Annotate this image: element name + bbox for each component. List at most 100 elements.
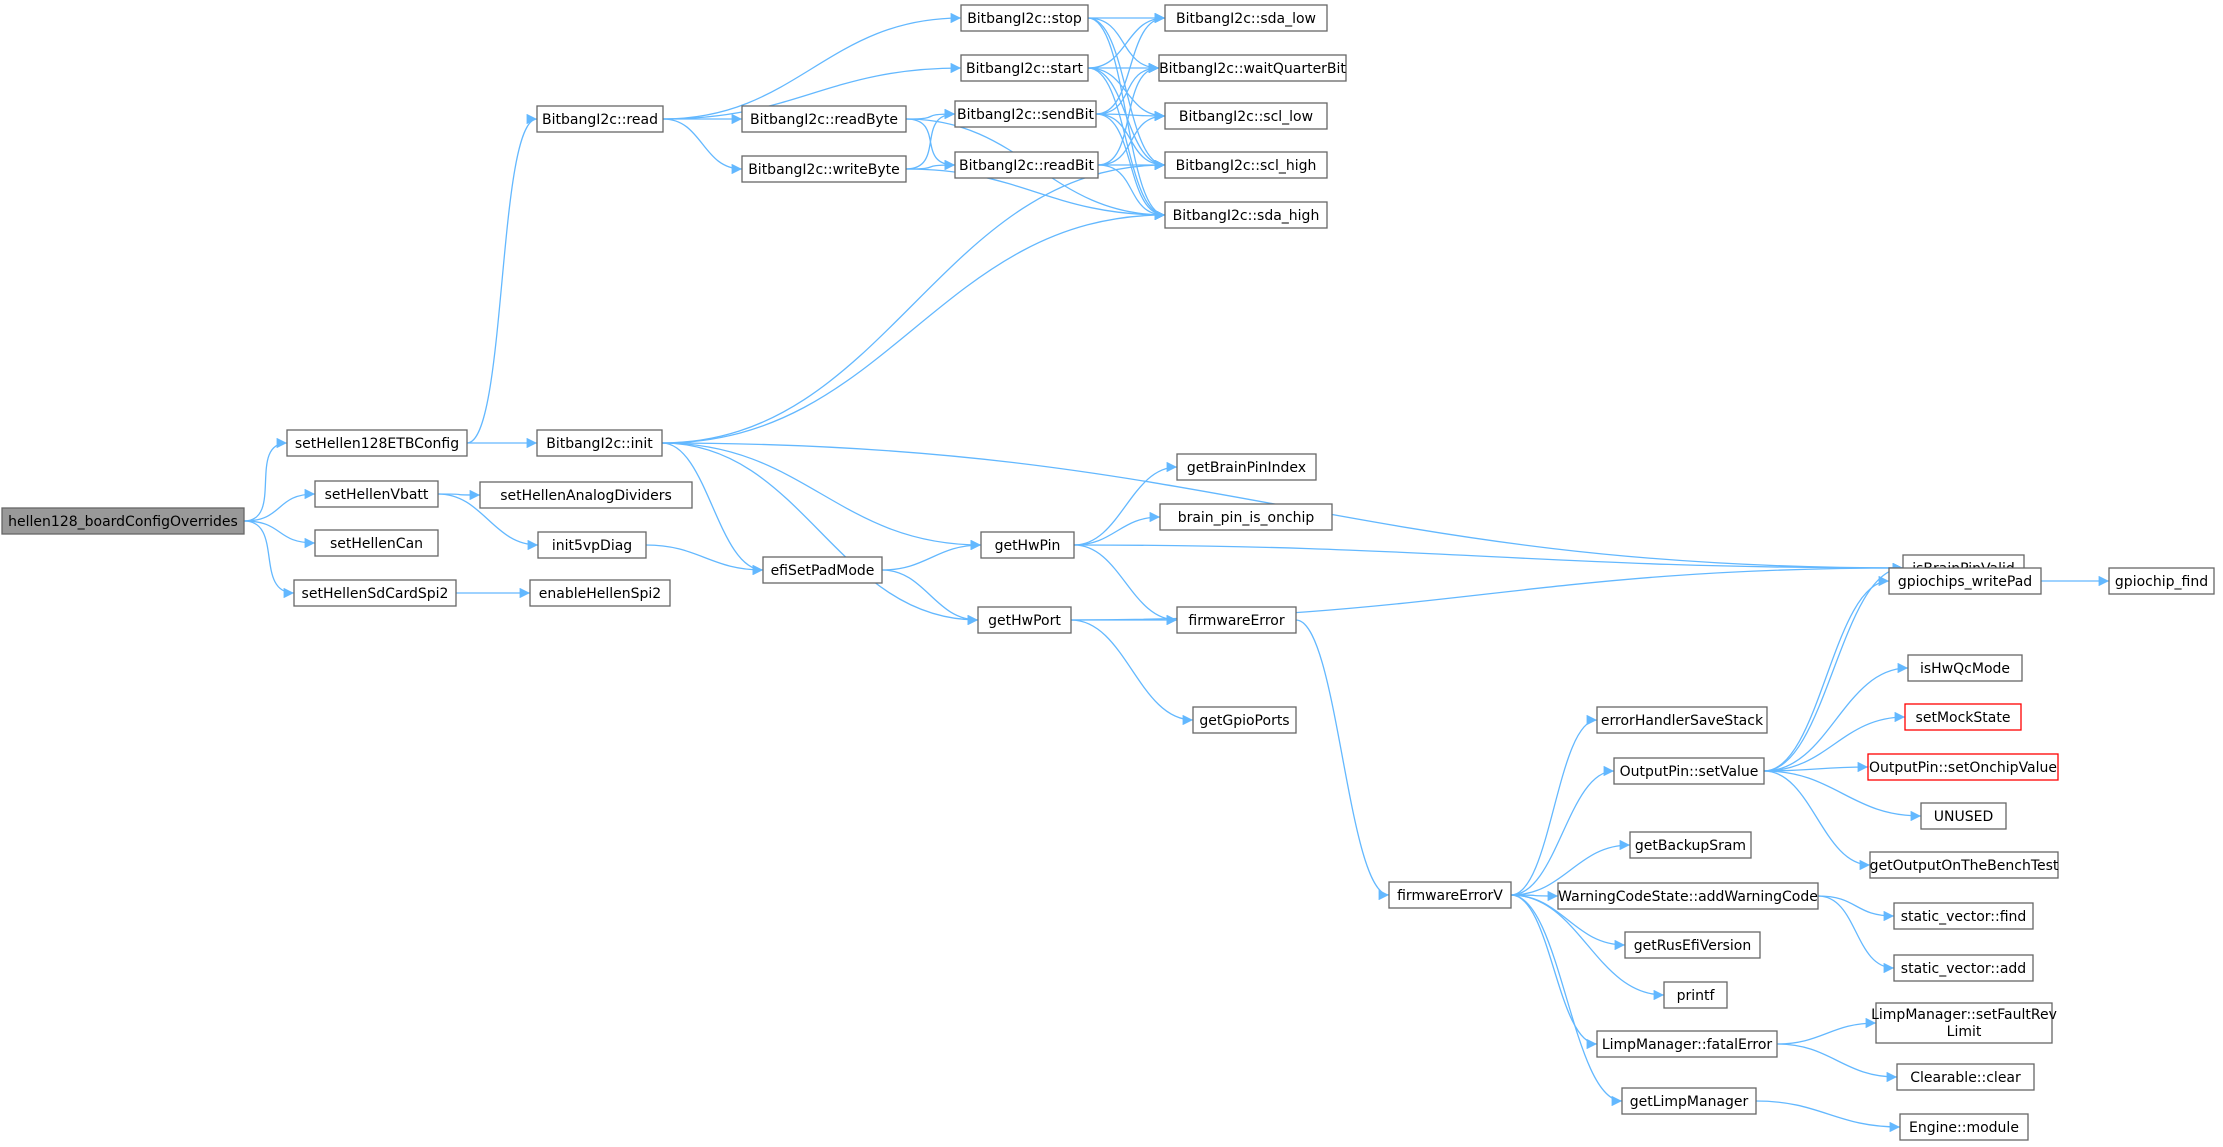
node-box <box>1869 851 2059 879</box>
node-warningcodestate-addwarningcode[interactable]: WarningCodeState::addWarningCode <box>1557 882 1819 910</box>
node-getgpioports[interactable]: getGpioPorts <box>1192 706 1297 734</box>
node-getbrainpinindex[interactable]: getBrainPinIndex <box>1176 453 1317 481</box>
node-hellen128-boardconfigoverrides[interactable]: hellen128_boardConfigOverrides <box>1 507 245 535</box>
edge-line <box>1510 894 1623 1107</box>
node-box <box>1158 54 1347 82</box>
edge-line <box>1817 895 1895 974</box>
node-label: BitbangI2c::sda_high <box>1173 208 1320 224</box>
node-enablehellenspi2[interactable]: enableHellenSpi2 <box>529 579 671 607</box>
node-box <box>954 151 1099 179</box>
node-label: static_vector::add <box>1901 961 2026 977</box>
node-box <box>980 531 1075 559</box>
call-edge-efiPad-to-hwPin <box>881 539 982 571</box>
node-printf[interactable]: printf <box>1663 981 1728 1009</box>
edge-line <box>1763 662 1909 772</box>
node-getrusefiversion[interactable]: getRusEfiVersion <box>1624 931 1761 959</box>
edge-line <box>881 539 982 571</box>
node-getlimpmanager[interactable]: getLimpManager <box>1621 1087 1757 1115</box>
call-edge-read-to-start <box>662 62 962 120</box>
node-label: BitbangI2c::scl_low <box>1179 109 1313 125</box>
node-getoutputonthebenchtest[interactable]: getOutputOnTheBenchTest <box>1869 851 2059 879</box>
edge-line <box>466 113 538 444</box>
edge-line <box>1817 895 1895 922</box>
node-gpiochips-writepad[interactable]: gpiochips_writePad <box>1888 567 2042 595</box>
node-sethellenanalogdividers[interactable]: setHellenAnalogDividers <box>479 481 693 509</box>
node-sethellensdcardspi2[interactable]: setHellenSdCardSpi2 <box>293 579 457 607</box>
node-bitbangi2c-stop[interactable]: BitbangI2c::stop <box>960 4 1089 32</box>
node-bitbangi2c-sda-high[interactable]: BitbangI2c::sda_high <box>1164 201 1328 229</box>
call-edge-start-to-sclHigh <box>1087 67 1166 171</box>
node-bitbangi2c-sendbit[interactable]: BitbangI2c::sendBit <box>954 100 1097 128</box>
node-label: BitbangI2c::stop <box>967 11 1082 27</box>
edge-line <box>1776 1043 1898 1083</box>
edge-line <box>243 520 295 599</box>
node-engine-module[interactable]: Engine::module <box>1899 1113 2029 1141</box>
node-box <box>1159 503 1333 531</box>
node-box <box>741 155 907 183</box>
node-bitbangi2c-scl-high[interactable]: BitbangI2c::scl_high <box>1164 151 1328 179</box>
node-firmwareerror[interactable]: firmwareError <box>1176 606 1297 634</box>
node-limpmanager-fatalerror[interactable]: LimpManager::fatalError <box>1596 1030 1778 1058</box>
node-init5vpdiag[interactable]: init5vpDiag <box>537 531 647 559</box>
call-edge-addWarn-to-vadd <box>1817 895 1895 974</box>
node-label: setHellen128ETBConfig <box>295 436 459 452</box>
node-label: Engine::module <box>1909 1120 2019 1136</box>
node-bitbangi2c-init[interactable]: BitbangI2c::init <box>536 429 663 457</box>
node-label: init5vpDiag <box>552 538 632 554</box>
node-clearable-clear[interactable]: Clearable::clear <box>1896 1063 2035 1091</box>
node-label: isHwQcMode <box>1920 661 2010 677</box>
node-label: getHwPin <box>995 538 1061 554</box>
node-getbackupsram[interactable]: getBackupSram <box>1629 831 1752 859</box>
node-outputpin-setvalue[interactable]: OutputPin::setValue <box>1613 757 1765 785</box>
node-static-vector-add[interactable]: static_vector::add <box>1893 954 2034 982</box>
node-label: BitbangI2c::readByte <box>750 112 898 128</box>
node-efisetpadmode[interactable]: efiSetPadMode <box>762 556 883 584</box>
node-bitbangi2c-readbyte[interactable]: BitbangI2c::readByte <box>741 105 907 133</box>
node-box <box>960 4 1089 32</box>
edge-line <box>1095 113 1166 171</box>
node-bitbangi2c-read[interactable]: BitbangI2c::read <box>536 105 664 133</box>
node-static-vector-find[interactable]: static_vector::find <box>1893 902 2034 930</box>
edge-line <box>1087 67 1166 221</box>
node-label: firmwareErrorV <box>1397 888 1503 904</box>
node-gpiochip-find[interactable]: gpiochip_find <box>2108 567 2215 595</box>
node-bitbangi2c-sda-low[interactable]: BitbangI2c::sda_low <box>1164 4 1328 32</box>
node-bitbangi2c-waitquarterbit[interactable]: BitbangI2c::waitQuarterBit <box>1158 54 1347 82</box>
node-box <box>536 105 664 133</box>
node-gethwpin[interactable]: getHwPin <box>980 531 1075 559</box>
node-box <box>536 429 663 457</box>
node-firmwareerrorv[interactable]: firmwareErrorV <box>1388 881 1512 909</box>
call-edge-diag-to-efiPad <box>645 544 764 576</box>
node-sethellencan[interactable]: setHellenCan <box>314 529 439 557</box>
node-box <box>954 100 1097 128</box>
node-label: WarningCodeState::addWarningCode <box>1558 889 1818 905</box>
node-box <box>1388 881 1512 909</box>
edge-line <box>661 442 979 626</box>
edge-line <box>1097 164 1166 221</box>
node-sethellen128etbconfig[interactable]: setHellen128ETBConfig <box>286 429 468 457</box>
node-bitbangi2c-writebyte[interactable]: BitbangI2c::writeByte <box>741 155 907 183</box>
edge-line <box>905 168 1166 221</box>
node-box <box>479 481 693 509</box>
node-label: Clearable::clear <box>1910 1070 2021 1086</box>
node-errorhandlersavestack[interactable]: errorHandlerSaveStack <box>1596 706 1768 734</box>
node-bitbangi2c-start[interactable]: BitbangI2c::start <box>960 54 1089 82</box>
node-setmockstate[interactable]: setMockState <box>1904 703 2022 731</box>
node-outputpin-setonchipvalue[interactable]: OutputPin::setOnchipValue <box>1867 753 2059 781</box>
call-edge-init-to-sclHigh <box>661 159 1166 444</box>
node-bitbangi2c-readbit[interactable]: BitbangI2c::readBit <box>954 151 1099 179</box>
node-box <box>1893 902 2034 930</box>
edge-line <box>645 544 764 576</box>
edge-line <box>1073 511 1161 546</box>
node-unused[interactable]: UNUSED <box>1920 802 2007 830</box>
node-sethellenvbatt[interactable]: setHellenVbatt <box>314 480 439 508</box>
edge-line <box>661 209 1166 444</box>
node-gethwport[interactable]: getHwPort <box>977 606 1072 634</box>
node-box <box>1888 567 2042 595</box>
node-bitbangi2c-scl-low[interactable]: BitbangI2c::scl_low <box>1164 102 1328 130</box>
node-box <box>1867 753 2059 781</box>
node-ishwqcmode[interactable]: isHwQcMode <box>1907 654 2023 682</box>
node-label: printf <box>1677 988 1716 1004</box>
node-brain-pin-is-onchip[interactable]: brain_pin_is_onchip <box>1159 503 1333 531</box>
